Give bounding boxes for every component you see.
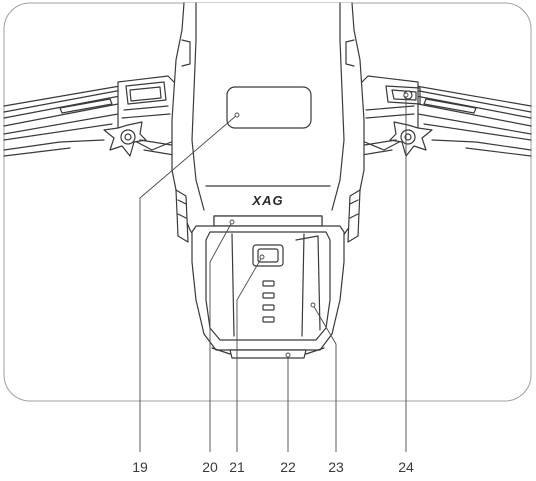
callout-label-22: 22 <box>280 459 296 475</box>
battery-level-leds <box>262 280 275 323</box>
power-button <box>252 244 284 267</box>
callout-label-20: 20 <box>202 459 218 475</box>
battery-handle <box>229 349 307 359</box>
callout-label-24: 24 <box>398 459 414 475</box>
callout-label-19: 19 <box>132 459 148 475</box>
right-prop-hub <box>389 121 433 157</box>
right-arm <box>355 75 532 157</box>
callout-label-21: 21 <box>229 459 245 475</box>
brand-logo-text: XAG <box>251 193 283 208</box>
top-camera-window <box>226 86 312 129</box>
left-prop-hub <box>103 121 147 157</box>
callout-lines <box>139 92 409 452</box>
drone-illustration <box>3 2 532 359</box>
fuselage <box>171 2 365 241</box>
callout-labels: 19 20 21 22 23 24 <box>132 459 414 475</box>
left-arm <box>3 75 181 157</box>
callout-label-23: 23 <box>328 459 344 475</box>
battery-module <box>175 189 361 359</box>
